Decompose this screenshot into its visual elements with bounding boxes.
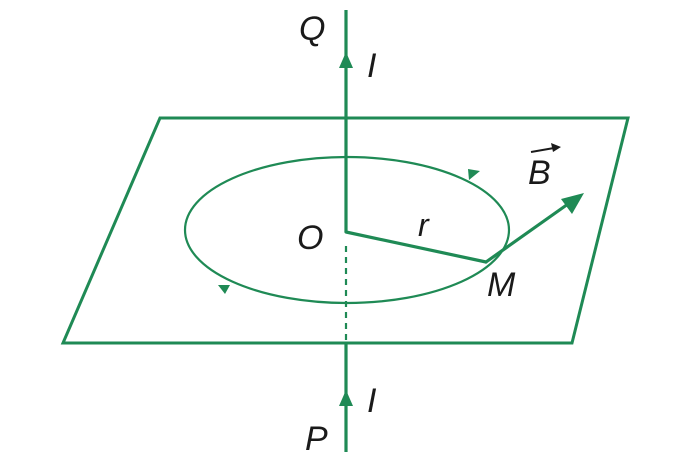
- field-vector-line: [484, 202, 570, 264]
- label-current-top: I: [367, 47, 377, 85]
- circle-arrow-top-icon: [468, 169, 480, 180]
- current-arrow-top-icon: [339, 52, 353, 68]
- radius-line: [344, 230, 488, 264]
- label-b: B: [528, 154, 551, 192]
- label-current-bottom: I: [367, 382, 377, 420]
- vector-overline-arrow-icon: [551, 143, 561, 152]
- label-q: Q: [299, 10, 325, 48]
- circle-arrow-bottom-icon: [218, 285, 230, 294]
- plane: [60, 116, 630, 345]
- current-arrow-bottom-icon: [339, 390, 353, 406]
- vector-overline: [530, 147, 555, 153]
- label-r: r: [418, 207, 430, 243]
- label-p: P: [305, 420, 328, 458]
- field-vector-arrow-icon: [561, 193, 584, 214]
- label-o: O: [297, 219, 323, 257]
- label-m: M: [487, 266, 516, 304]
